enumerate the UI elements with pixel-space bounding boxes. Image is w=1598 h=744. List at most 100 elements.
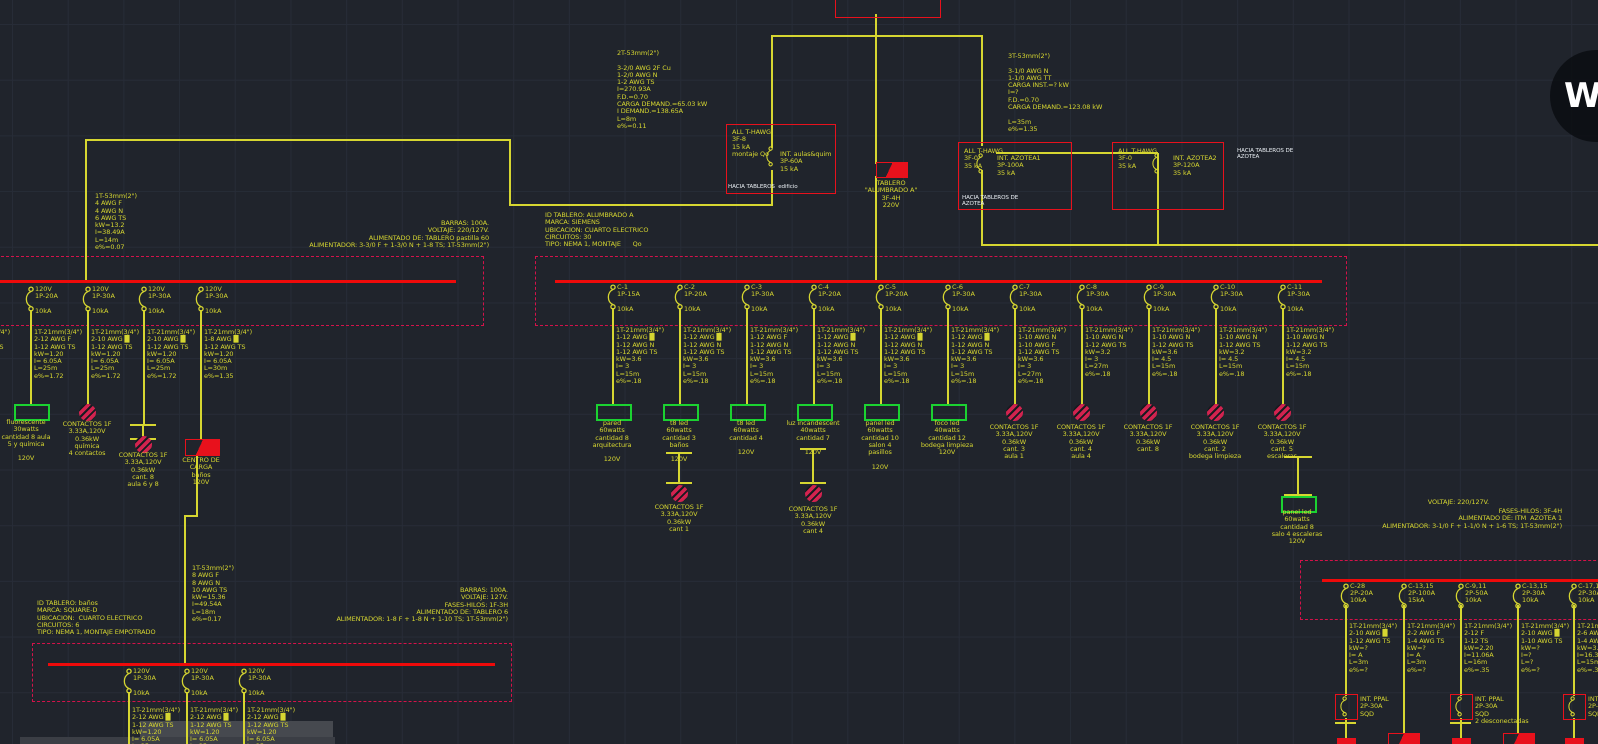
- breaker-symbol-icon: C-3 1P-30A 10kA: [740, 283, 774, 312]
- bus-bar: [555, 280, 1322, 283]
- wire-segment: [1573, 718, 1575, 744]
- wire-segment: [1460, 605, 1462, 696]
- note-text: ID TABLERO: baños MARCA: SQUARE-D UBICAC…: [37, 599, 156, 637]
- lamp-symbol-icon: [864, 404, 900, 421]
- breaker-label: C-4 1P-20A 10kA: [818, 283, 841, 313]
- note-text: 1T-21mm(3/4") 2-10 AWG █ 1-12 AWG TS kW=…: [1349, 622, 1398, 674]
- note-text: 1T-21mm(3/4") 2-10 AWG █ 1-10 AWG TS kW=…: [1521, 622, 1570, 674]
- breaker-label: C-7 1P-30A 10kA: [1019, 283, 1042, 313]
- feeder-box: [1112, 142, 1224, 210]
- note-text: ID TABLERO: ALUMBRADO A MARCA: SIEMENS U…: [545, 211, 649, 249]
- hanger-symbol: [800, 448, 826, 484]
- feeder-box: [1563, 694, 1586, 720]
- lamp-symbol-icon: [931, 404, 967, 421]
- note-text: INT. AZOTEA1 3P-100A 35 kA: [997, 154, 1041, 177]
- wire-segment: [679, 308, 681, 404]
- note-text: 1T-21mm(3/4") 1-12 AWG █ 1-12 AWG N 1-12…: [683, 326, 732, 386]
- note-text: CONTACTOS 1F 3.33A,120V 0.36kW química 4…: [62, 420, 112, 458]
- note-text: TABLERO "ALUMBRADO A" 3F-4H 220V: [864, 179, 918, 209]
- note-text: 1T-21mm(3/4") 1-10 AWG N 1-12 AWG TS kW=…: [1286, 326, 1335, 378]
- breaker-label: C-28 2P-20A 10kA: [1350, 582, 1373, 605]
- note-text: t8 led 60watts cantidad 3 baños 120V: [662, 419, 696, 464]
- breaker-symbol-icon: 120V 1P-20A 10kA: [24, 285, 58, 314]
- breaker-symbol-icon: C-9 1P-30A 10kA: [1142, 283, 1176, 312]
- hanger-symbol: [666, 452, 692, 484]
- breaker-label: C-5 1P-20A 10kA: [885, 283, 908, 313]
- breaker-label: 120V 1P-30A 10kA: [248, 667, 271, 697]
- wire-segment: [612, 308, 614, 404]
- note-text: HACIA TABLEROS DE AZOTEA: [962, 195, 1019, 208]
- wire-segment: [1460, 718, 1462, 744]
- note-text: ALL T-HAWG 3F-0 35 kA: [1118, 147, 1157, 170]
- feeder-box: [1335, 694, 1358, 720]
- outlet-symbol-icon: [1274, 404, 1291, 421]
- note-text: 1T-21mm(3/4") 2-10 AWG █ 1-12 AWG TS kW=…: [147, 328, 196, 380]
- breaker-label: 120V 1P-30A 10kA: [205, 285, 228, 315]
- breaker-label: C-13,15 2P-100A 15kA: [1408, 582, 1436, 605]
- wire-segment: [1157, 153, 1159, 246]
- wire-segment: [771, 170, 773, 206]
- note-text: CONTACTOS 1F 3.33A,120V 0.36kW cant. 3 a…: [989, 423, 1039, 461]
- wire-segment: [746, 308, 748, 404]
- wire-segment: [85, 140, 87, 282]
- note-text: ALL T-HAWG 3F-0 35 kA: [964, 147, 1003, 170]
- breaker-symbol-icon: C-5 1P-20A 10kA: [874, 283, 908, 312]
- note-text: 1T-21mm(3/4") 1-12 AWG █ 1-12 AWG N 1-12…: [817, 326, 866, 386]
- feeder-box: [835, 0, 941, 18]
- panel-flag-icon: [185, 439, 220, 456]
- lamp-symbol-icon: [1281, 496, 1317, 513]
- outlet-symbol-icon: [1140, 404, 1157, 421]
- note-text: t8 led 60watts cantidad 4 120V: [729, 419, 763, 457]
- gray-overlay: [20, 737, 335, 744]
- wire-segment: [981, 170, 983, 246]
- breaker-symbol-icon: C-11 1P-30A 10kA: [1276, 283, 1310, 312]
- lamp-symbol-icon: [663, 404, 699, 421]
- breaker-symbol-icon: C-13,15 2P-30A 10kA: [1511, 582, 1548, 609]
- hanger-symbol: [1284, 456, 1312, 496]
- outlet-symbol-icon: [1006, 404, 1023, 421]
- wire-segment: [243, 692, 245, 744]
- note-text: 1T-21mm(3/4") 2-12 AWG F 1-12 AWG TS kW=…: [0, 328, 11, 351]
- breaker-symbol-icon: 120V 1P-30A 10kA: [81, 285, 115, 314]
- wire-segment: [1573, 605, 1575, 696]
- outlet-symbol-icon: [135, 436, 152, 453]
- note-text: 1T-21mm(3/4") 2-12 F 1-12 TS kW=2.20 I=1…: [1464, 622, 1513, 674]
- panel-outline: [1300, 560, 1598, 620]
- lamp-symbol-icon: [797, 404, 833, 421]
- breaker-label: 120V 1P-20A 10kA: [35, 285, 58, 315]
- breaker-symbol-icon: 120V 1P-30A 10kA: [180, 667, 214, 696]
- breaker-label: C-8 1P-30A 10kA: [1086, 283, 1109, 313]
- wire-segment: [128, 692, 130, 744]
- breaker-label: C-10 1P-30A 10kA: [1220, 283, 1243, 313]
- breaker-symbol-icon: [1454, 696, 1465, 717]
- wire-segment: [184, 516, 186, 664]
- panel-flag-icon: [1503, 733, 1535, 744]
- note-text: pared 60watts cantidad 8 arquitectura 12…: [592, 419, 632, 464]
- bus-bar: [1322, 579, 1598, 582]
- wire-segment: [1403, 605, 1405, 733]
- breaker-symbol-icon: [1567, 696, 1578, 717]
- note-text: VOLTAJE: 220/127V.: [1427, 498, 1489, 506]
- breaker-symbol-icon: 120V 1P-30A 10kA: [194, 285, 228, 314]
- wire-segment: [1014, 308, 1016, 404]
- wire-segment: [87, 310, 89, 404]
- breaker-symbol-icon: C-4 1P-20A 10kA: [807, 283, 841, 312]
- breaker-label: C-9 1P-30A 10kA: [1153, 283, 1176, 313]
- note-text: INT. PPAL 2P-30A SQD: [1588, 695, 1598, 718]
- note-text: 1T-21mm(3/4") 1-10 AWG N 1-10 AWG F 1-12…: [1018, 326, 1067, 386]
- wire-segment: [875, 14, 877, 164]
- breaker-symbol-icon: C-13,15 2P-100A 15kA: [1397, 582, 1435, 609]
- note-text: 1T-21mm(3/4") 1-10 AWG N 1-12 AWG TS kW=…: [1085, 326, 1134, 378]
- note-text: CONTACTOS 1F 3.33A,120V 0.36kW cant. 8 a…: [118, 451, 168, 489]
- bus-bar: [0, 280, 456, 283]
- note-text: CENTRO DE CARGA baños 120V: [182, 456, 220, 486]
- note-text: luz incandescent 40watts cantidad 7 120V: [786, 419, 840, 457]
- wire-segment: [877, 35, 983, 37]
- breaker-label: 120V 1P-30A 10kA: [92, 285, 115, 315]
